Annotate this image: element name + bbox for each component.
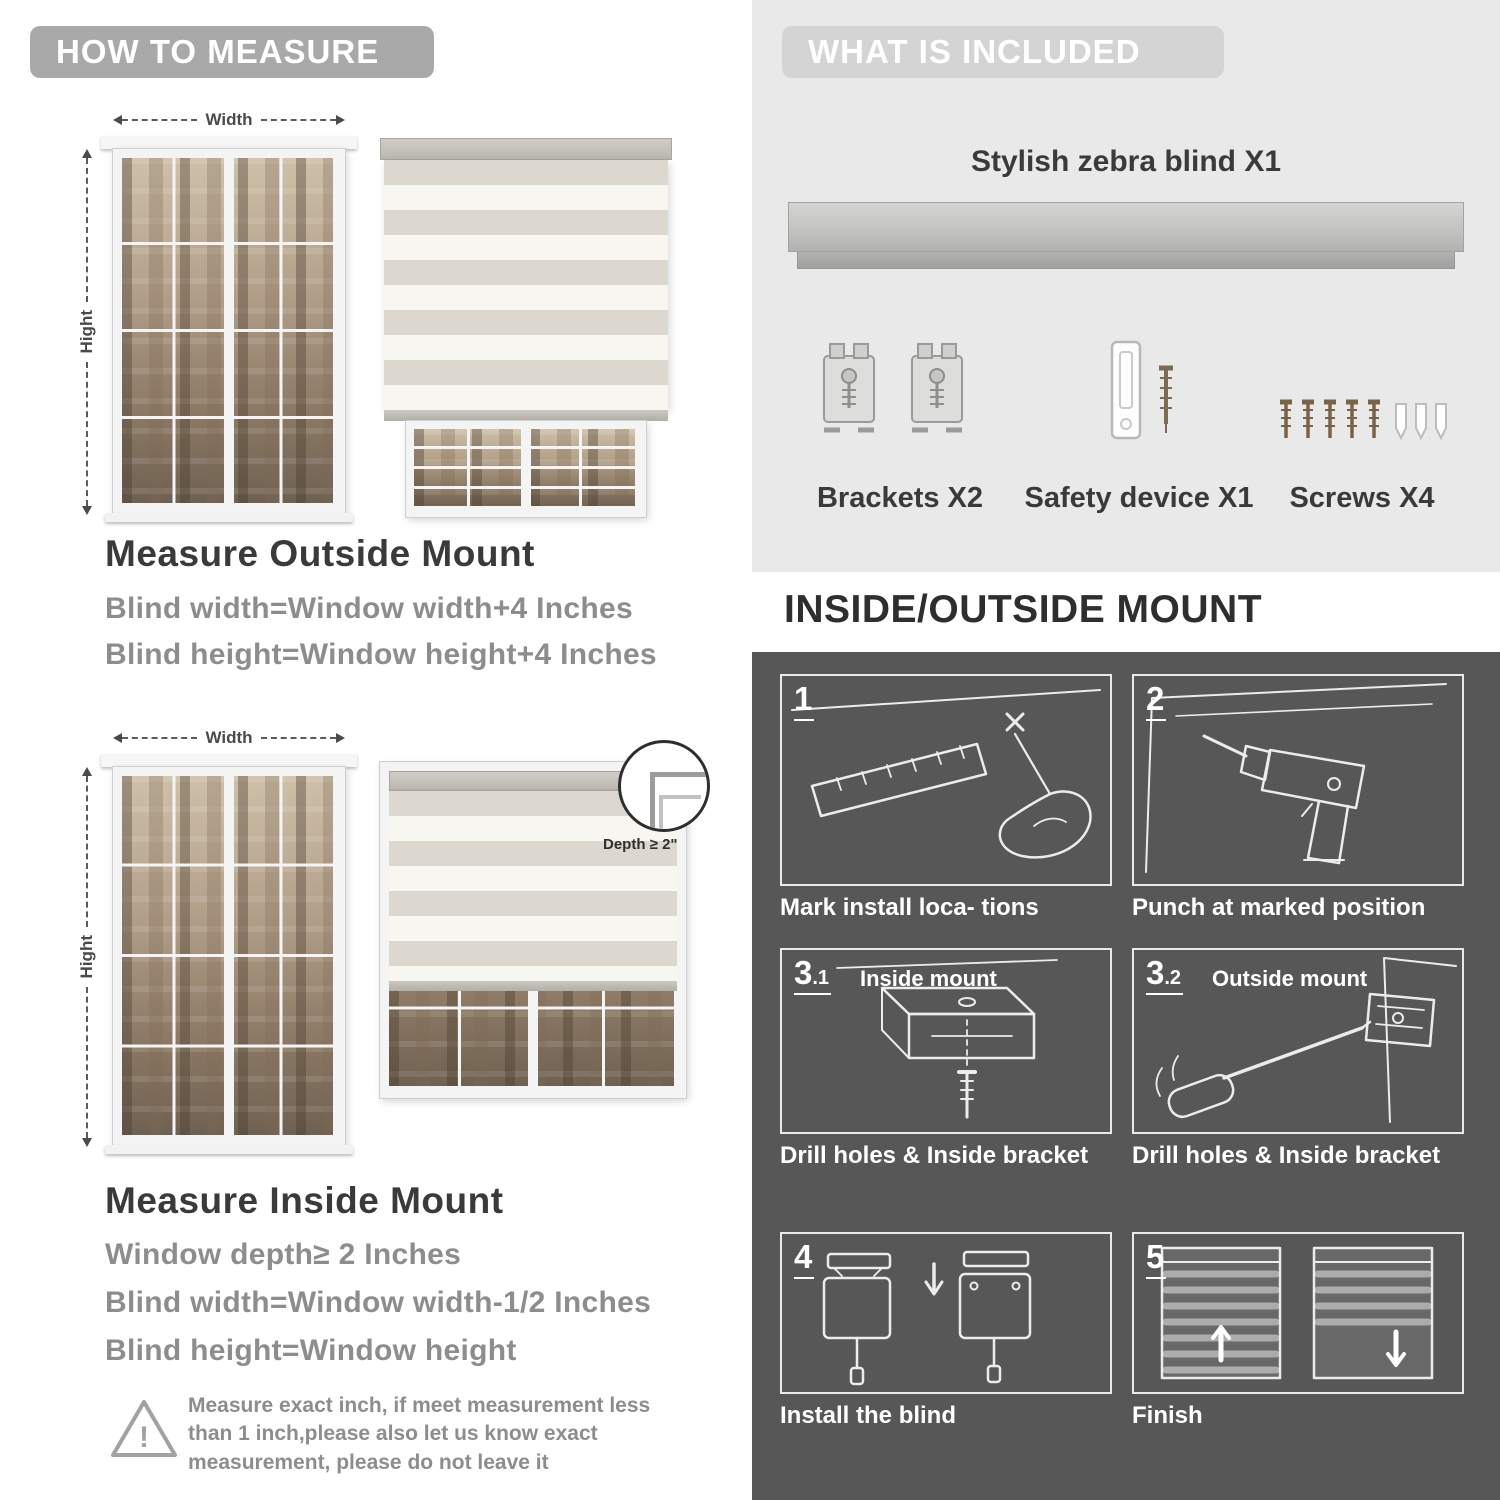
mount-steps-section: 1 Mark install loca- tions 2 Punch xyxy=(752,652,1500,1500)
right-panel: WHAT IS INCLUDED Stylish zebra blind X1 xyxy=(752,0,1500,1500)
screws-label: Screws X4 xyxy=(1289,482,1435,514)
step-caption-3-2: Drill holes & Inside bracket xyxy=(1132,1142,1441,1169)
arrow-down-icon xyxy=(82,1138,92,1147)
window-sill xyxy=(105,1145,353,1154)
inside-rule-2: Blind width=Window width-1/2 Inches xyxy=(105,1286,652,1319)
step-number: 5 xyxy=(1146,1238,1165,1275)
blind-bottom-rail xyxy=(384,410,668,421)
what-is-included-header: WHAT IS INCLUDED xyxy=(782,26,1224,78)
height-label: Hight xyxy=(77,935,96,979)
blind-name-label: Stylish zebra blind X1 xyxy=(970,145,1282,178)
width-label: Width xyxy=(205,110,253,129)
step-panel-3-1: 3.1 Inside mount xyxy=(780,948,1112,1134)
outside-bracket-illustration xyxy=(1155,957,1457,1123)
height-arrow: Hight xyxy=(77,149,97,515)
step-caption-4: Install the blind xyxy=(780,1402,957,1429)
warning-text: Measure exact inch, if meet measurement … xyxy=(188,1394,651,1474)
inside-mount-title: Measure Inside Mount xyxy=(105,1180,504,1221)
step-panel-2: 2 xyxy=(1132,674,1464,886)
step-panel-3-2: 3.2 Outside mount xyxy=(1132,948,1464,1134)
step-number: 4 xyxy=(794,1238,813,1275)
bracket-icon xyxy=(814,338,884,448)
window-lintel xyxy=(101,136,357,149)
window-peek xyxy=(406,421,646,517)
mark-locations-illustration xyxy=(791,689,1101,859)
inside-bracket-illustration xyxy=(836,959,1058,1119)
step-number-sub: .1 xyxy=(812,967,830,989)
blind-overlay xyxy=(389,771,677,991)
step-panel-1: 1 xyxy=(780,674,1112,886)
window-illustration xyxy=(113,149,345,515)
depth-detail-circle xyxy=(618,740,710,832)
warning-triangle-icon: ! xyxy=(108,1396,180,1462)
safety-device-icon xyxy=(1082,338,1202,453)
headrail-image xyxy=(788,202,1464,269)
outside-mount-label: Outside mount xyxy=(1212,966,1368,991)
step-number: 3 xyxy=(1146,954,1165,991)
bracket-icon xyxy=(902,338,972,448)
finish-illustration xyxy=(1160,1246,1434,1380)
step-number: 2 xyxy=(1146,680,1165,717)
safety-device-label: Safety device X1 xyxy=(1024,482,1254,514)
height-label: Hight xyxy=(77,310,96,354)
blind-stripes xyxy=(389,791,677,981)
outside-rule-1: Blind width=Window width+4 Inches xyxy=(105,592,633,625)
how-to-measure-header: HOW TO MEASURE xyxy=(30,26,434,78)
step-panel-4: 4 xyxy=(780,1232,1112,1394)
frame-corner-detail xyxy=(649,771,707,829)
install-blind-illustration xyxy=(822,1250,1032,1386)
brackets-label: Brackets X2 xyxy=(816,482,984,514)
drill-illustration xyxy=(1145,683,1447,873)
window-illustration xyxy=(113,767,345,1147)
window-lintel xyxy=(101,754,357,767)
inside-mount-figure: Width Hight Depth ≥ xyxy=(75,718,735,1168)
depth-label: Depth ≥ 2" xyxy=(603,836,678,853)
what-is-included-section: WHAT IS INCLUDED Stylish zebra blind X1 xyxy=(752,0,1500,572)
inside-mount-label: Inside mount xyxy=(860,966,997,991)
inside-rule-3: Blind height=Window height xyxy=(105,1334,517,1367)
step-number: 3 xyxy=(794,954,813,991)
arrow-up-icon xyxy=(82,767,92,776)
what-is-included-label: WHAT IS INCLUDED xyxy=(808,33,1141,70)
how-to-measure-label: HOW TO MEASURE xyxy=(56,33,380,70)
window-sill xyxy=(105,513,353,522)
arrow-left-icon xyxy=(113,115,122,125)
step-number-sub: .2 xyxy=(1164,967,1182,989)
window-muntins xyxy=(122,158,336,506)
inside-rule-1: Window depth≥ 2 Inches xyxy=(105,1238,462,1271)
blind-stripes xyxy=(384,160,668,410)
outside-mount-title: Measure Outside Mount xyxy=(105,533,535,574)
outside-mount-figure: Width Hight xyxy=(75,110,695,522)
arrow-right-icon xyxy=(336,115,345,125)
zebra-blind-illustration xyxy=(380,138,672,522)
width-arrow: Width xyxy=(113,728,345,748)
svg-text:!: ! xyxy=(139,1421,149,1454)
width-arrow: Width xyxy=(113,110,345,130)
mount-section-header: INSIDE/OUTSIDE MOUNT xyxy=(784,588,1263,631)
step-caption-3-1: Drill holes & Inside bracket xyxy=(780,1142,1089,1169)
arrow-up-icon xyxy=(82,149,92,158)
outside-rule-2: Blind height=Window height+4 Inches xyxy=(105,638,657,671)
arrow-down-icon xyxy=(82,506,92,515)
arrow-left-icon xyxy=(113,733,122,743)
step-panel-5: 5 xyxy=(1132,1232,1464,1394)
step-caption-1: Mark install loca- tions xyxy=(780,894,1039,921)
step-caption-2: Punch at marked position xyxy=(1132,894,1426,921)
screws-icon xyxy=(1272,340,1452,450)
height-arrow: Hight xyxy=(77,767,97,1147)
blind-bottom-rail xyxy=(389,981,677,991)
step-caption-5: Finish xyxy=(1132,1402,1203,1429)
width-label: Width xyxy=(205,728,253,747)
arrow-right-icon xyxy=(336,733,345,743)
step-number: 1 xyxy=(794,680,813,717)
blind-cassette xyxy=(380,138,672,160)
